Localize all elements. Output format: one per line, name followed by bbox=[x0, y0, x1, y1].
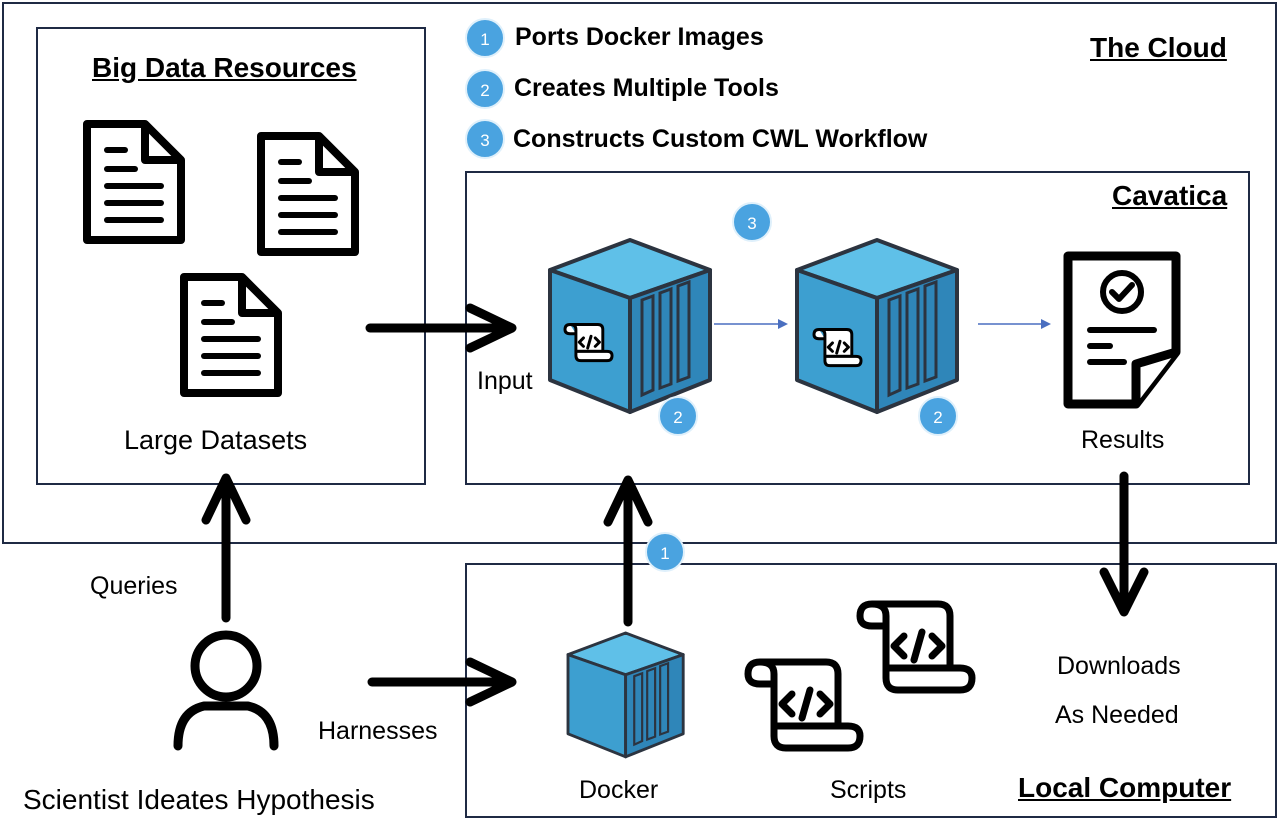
legend-badge-2: 2 bbox=[465, 69, 505, 109]
results-document-icon bbox=[1063, 251, 1181, 409]
docker-label: Docker bbox=[579, 776, 659, 804]
scientist-person-icon bbox=[173, 630, 279, 751]
scripts-label: Scripts bbox=[830, 776, 907, 804]
document-icon bbox=[184, 277, 278, 393]
downloads-label-line2: As Needed bbox=[1055, 701, 1179, 729]
workflow-badge: 3 bbox=[732, 202, 772, 242]
script-icon bbox=[860, 604, 972, 690]
document-icon bbox=[261, 136, 355, 252]
docker-container-icon bbox=[795, 238, 959, 414]
tool-badge: 2 bbox=[658, 396, 698, 436]
script-icon bbox=[748, 662, 860, 748]
tool-badge: 2 bbox=[918, 396, 958, 436]
downloads-label-line1: Downloads bbox=[1057, 652, 1181, 680]
legend-item-3: Constructs Custom CWL Workflow bbox=[513, 125, 928, 153]
legend-item-2: Creates Multiple Tools bbox=[514, 74, 779, 102]
local-computer-box bbox=[465, 563, 1277, 818]
workflow-arrow bbox=[978, 319, 1051, 329]
scientist-caption: Scientist Ideates Hypothesis bbox=[23, 784, 375, 815]
workflow-arrow bbox=[714, 319, 788, 329]
cavatica-title: Cavatica bbox=[1112, 180, 1228, 211]
cloud-region bbox=[2, 2, 1277, 544]
port-badge: 1 bbox=[645, 532, 685, 572]
legend-badge-1: 1 bbox=[465, 18, 505, 58]
queries-label: Queries bbox=[90, 572, 178, 600]
local-docker-container-icon bbox=[566, 631, 685, 759]
results-label: Results bbox=[1081, 426, 1165, 454]
legend-item-1: Ports Docker Images bbox=[515, 23, 764, 51]
document-icon bbox=[87, 124, 181, 240]
queries-arrow bbox=[201, 473, 251, 623]
local-computer-title: Local Computer bbox=[1018, 772, 1232, 803]
legend-badge-3: 3 bbox=[465, 119, 505, 159]
harnesses-arrow bbox=[367, 657, 517, 707]
large-datasets-label: Large Datasets bbox=[124, 425, 308, 455]
port-arrow bbox=[603, 475, 653, 627]
harnesses-label: Harnesses bbox=[318, 717, 438, 745]
download-arrow bbox=[1099, 471, 1149, 617]
input-arrow bbox=[365, 303, 517, 353]
big-data-title: Big Data Resources bbox=[92, 52, 357, 83]
cloud-title: The Cloud bbox=[1090, 32, 1227, 63]
input-label: Input bbox=[477, 367, 533, 395]
